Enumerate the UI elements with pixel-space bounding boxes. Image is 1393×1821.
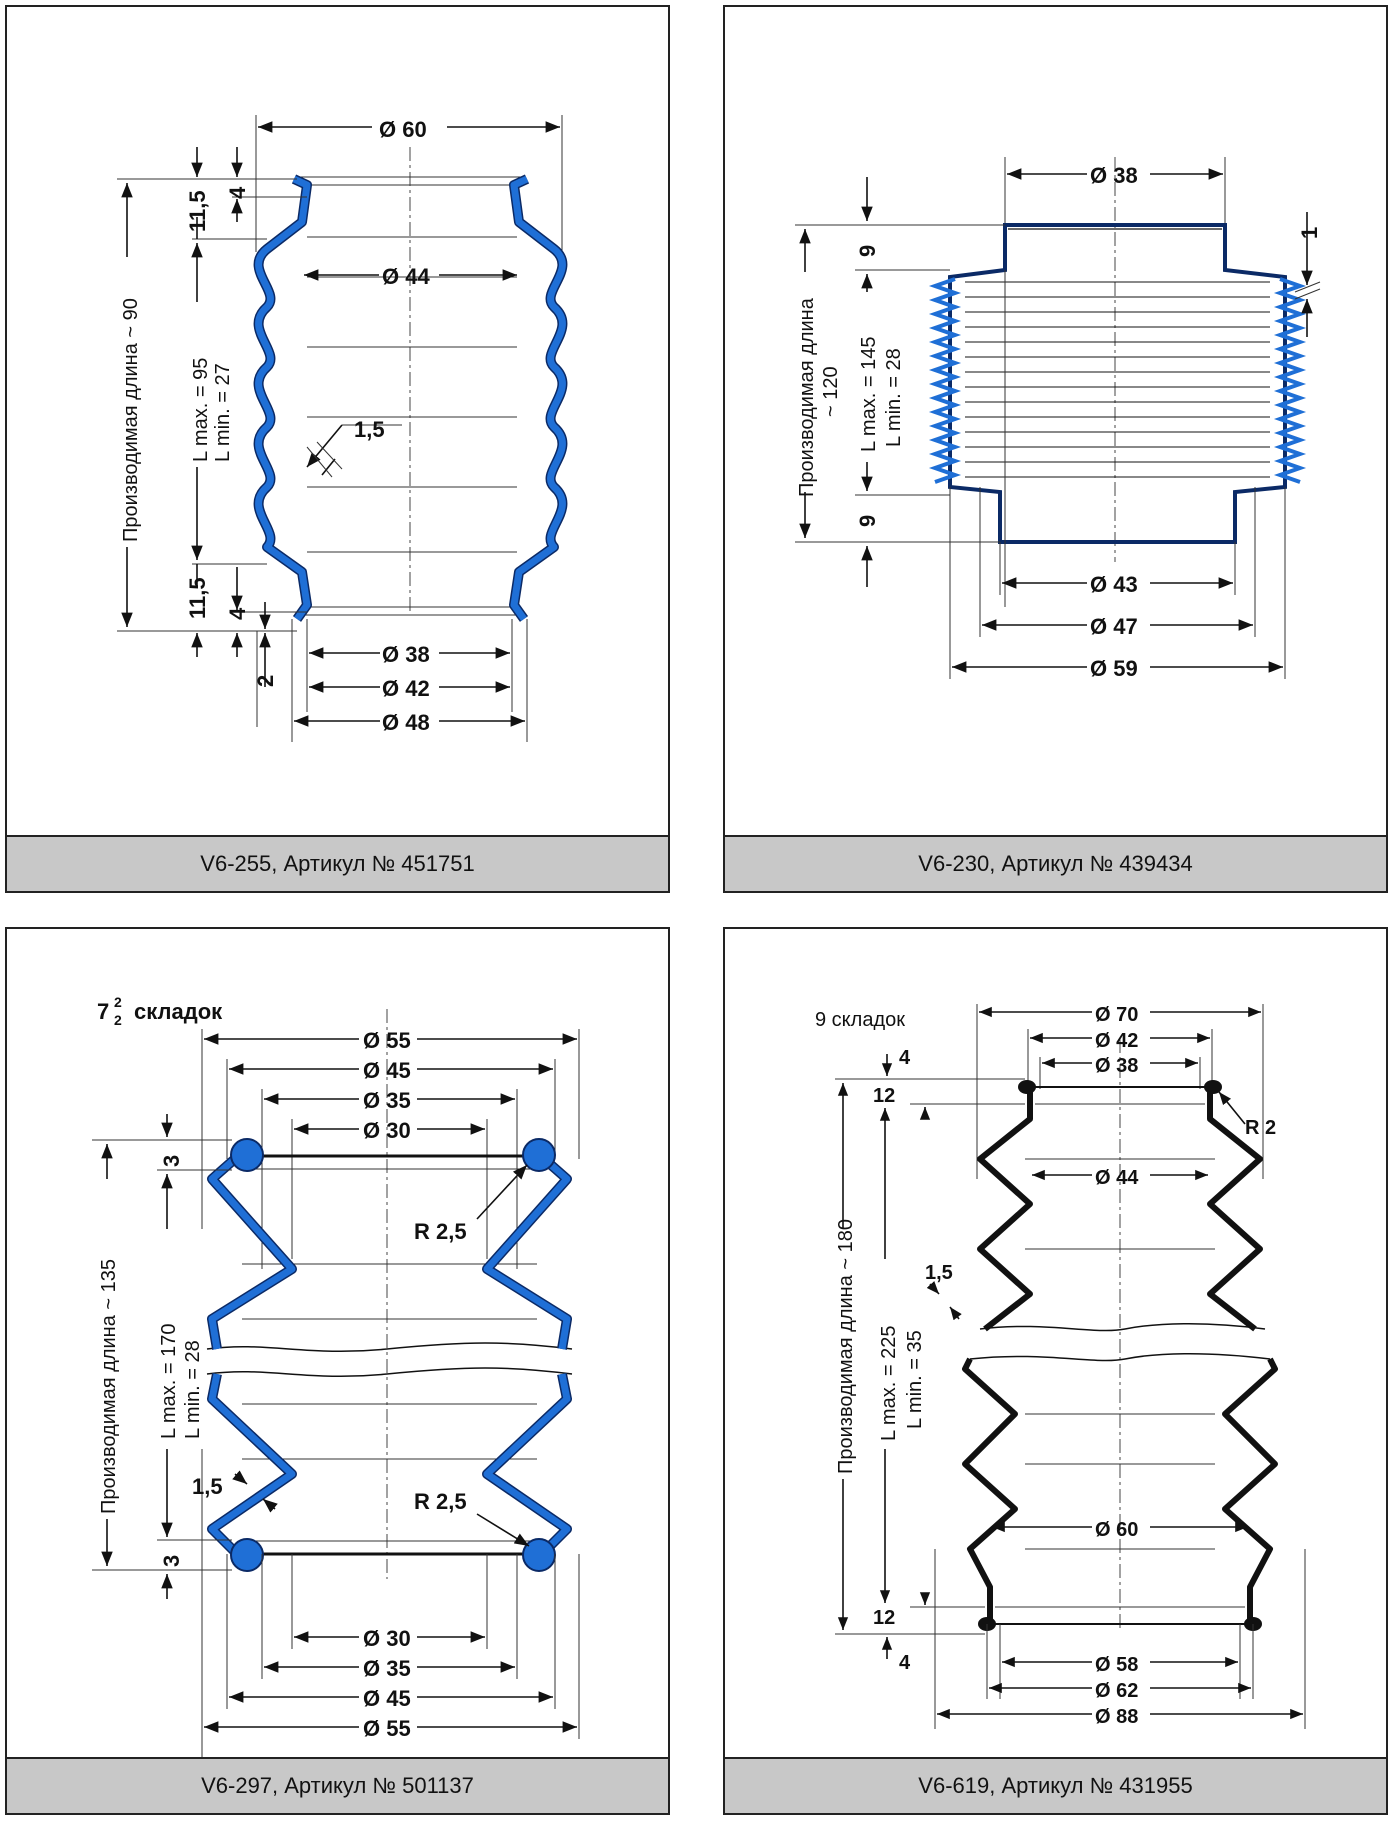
folds-label: складок xyxy=(134,999,223,1024)
dim-lmin: L min. = 35 xyxy=(904,1330,926,1429)
dim-production-length: Производимая длина ~ 90 xyxy=(120,298,142,542)
dim-production-length: Производимая длина ~ 135 xyxy=(98,1259,120,1514)
bead-bottom-left xyxy=(230,1538,264,1572)
dim-d42: Ø 42 xyxy=(1095,1030,1138,1052)
dim-bottom-d30: Ø 30 xyxy=(363,1626,411,1651)
caption-v6-619: V6-619, Артикул № 431955 xyxy=(725,1757,1386,1813)
dim-lmin: L min. = 27 xyxy=(212,363,234,462)
bead-top-right xyxy=(522,1138,556,1172)
drawing-v6-297: 7 2 2 складок Ø 55 Ø 45 Ø 35 Ø 30 xyxy=(92,994,580,1761)
dim-h4-top: 4 xyxy=(225,186,250,199)
dim-wall: 1,5 xyxy=(925,1262,953,1284)
dim-d62: Ø 62 xyxy=(1095,1680,1138,1702)
dim-d60: Ø 60 xyxy=(379,117,427,142)
dim-wall: 1 xyxy=(1297,227,1322,239)
folds-count: 7 xyxy=(97,999,109,1024)
folds-fraction-bottom: 2 xyxy=(114,1012,122,1028)
dim-lmin: L min. = 28 xyxy=(182,1340,204,1439)
dim-top-d30: Ø 30 xyxy=(363,1118,411,1143)
dim-h11-top: 11,5 xyxy=(185,190,210,232)
dim-d43: Ø 43 xyxy=(1090,572,1138,597)
dim-production-length: Производимая длина xyxy=(796,297,818,497)
dim-d48: Ø 48 xyxy=(382,710,430,735)
dim-h12-bottom: 12 xyxy=(873,1607,895,1629)
dim-production-length: Производимая длина ~ 180 xyxy=(835,1219,857,1474)
dim-radius: R 2 xyxy=(1245,1117,1276,1139)
dim-d60: Ø 60 xyxy=(1095,1519,1138,1541)
dim-top-d55: Ø 55 xyxy=(363,1028,411,1053)
dim-bottom-d35: Ø 35 xyxy=(363,1656,411,1681)
dim-h2: 2 xyxy=(253,675,278,687)
drawing-v6-619: 9 складок Ø 70 Ø 42 Ø 38 xyxy=(815,1004,1306,1729)
drawing-v6-230: Ø 38 Производимая длина ~ 120 L max. = 1… xyxy=(793,157,1322,681)
dim-radius-bottom: R 2,5 xyxy=(414,1489,467,1514)
drawing-v6-255: Ø 60 Ø 44 Производимая длина ~ 90 L max.… xyxy=(117,115,568,742)
panel-v6-255: Ø 60 Ø 44 Производимая длина ~ 90 L max.… xyxy=(5,5,670,893)
dim-h3-top: 3 xyxy=(159,1155,184,1167)
dim-top-d45: Ø 45 xyxy=(363,1058,411,1083)
dim-d88: Ø 88 xyxy=(1095,1706,1138,1728)
panel-v6-297: 7 2 2 складок Ø 55 Ø 45 Ø 35 Ø 30 xyxy=(5,927,670,1815)
bead-top-right xyxy=(1204,1080,1222,1094)
folds-label: 9 складок xyxy=(815,1009,905,1031)
panel-v6-619: 9 складок Ø 70 Ø 42 Ø 38 xyxy=(723,927,1388,1815)
dim-d70: Ø 70 xyxy=(1095,1004,1138,1026)
dim-h9-top: 9 xyxy=(855,245,880,257)
dim-wall: 1,5 xyxy=(192,1474,223,1499)
dim-radius-top: R 2,5 xyxy=(414,1219,467,1244)
dim-d44: Ø 44 xyxy=(1095,1167,1139,1189)
dim-wall: 1,5 xyxy=(354,417,385,442)
dim-d47: Ø 47 xyxy=(1090,614,1138,639)
dim-h12-top: 12 xyxy=(873,1085,895,1107)
dim-lmax: L max. = 225 xyxy=(878,1326,900,1441)
panel-v6-230: Ø 38 Производимая длина ~ 120 L max. = 1… xyxy=(723,5,1388,893)
folds-fraction-top: 2 xyxy=(114,994,122,1010)
dim-d38: Ø 38 xyxy=(1090,163,1138,188)
dim-production-length-value: ~ 120 xyxy=(820,366,842,417)
dim-bottom-d45: Ø 45 xyxy=(363,1686,411,1711)
dim-d58: Ø 58 xyxy=(1095,1654,1138,1676)
dim-lmax: L max. = 95 xyxy=(190,358,212,462)
dim-h4-bottom: 4 xyxy=(899,1652,911,1674)
dim-d42: Ø 42 xyxy=(382,676,430,701)
dim-h9-bottom: 9 xyxy=(855,515,880,527)
caption-v6-230: V6-230, Артикул № 439434 xyxy=(725,835,1386,891)
dim-h11-bottom: 11,5 xyxy=(185,577,210,619)
dim-h3-bottom: 3 xyxy=(159,1555,184,1567)
bead-top-left xyxy=(230,1138,264,1172)
dim-d38: Ø 38 xyxy=(1095,1055,1138,1077)
bead-bottom-right xyxy=(522,1538,556,1572)
dim-h4-bottom: 4 xyxy=(225,607,250,620)
caption-v6-297: V6-297, Артикул № 501137 xyxy=(7,1757,668,1813)
dim-d38: Ø 38 xyxy=(382,642,430,667)
bead-top-left xyxy=(1018,1080,1036,1094)
dim-lmin: L min. = 28 xyxy=(883,348,905,447)
dim-bottom-d55: Ø 55 xyxy=(363,1716,411,1741)
dim-lmax: L max. = 145 xyxy=(858,337,880,452)
dim-d59: Ø 59 xyxy=(1090,656,1138,681)
dim-d44: Ø 44 xyxy=(382,264,430,289)
caption-v6-255: V6-255, Артикул № 451751 xyxy=(7,835,668,891)
dim-h4-top: 4 xyxy=(899,1047,911,1069)
dim-top-d35: Ø 35 xyxy=(363,1088,411,1113)
dim-lmax: L max. = 170 xyxy=(158,1324,180,1439)
